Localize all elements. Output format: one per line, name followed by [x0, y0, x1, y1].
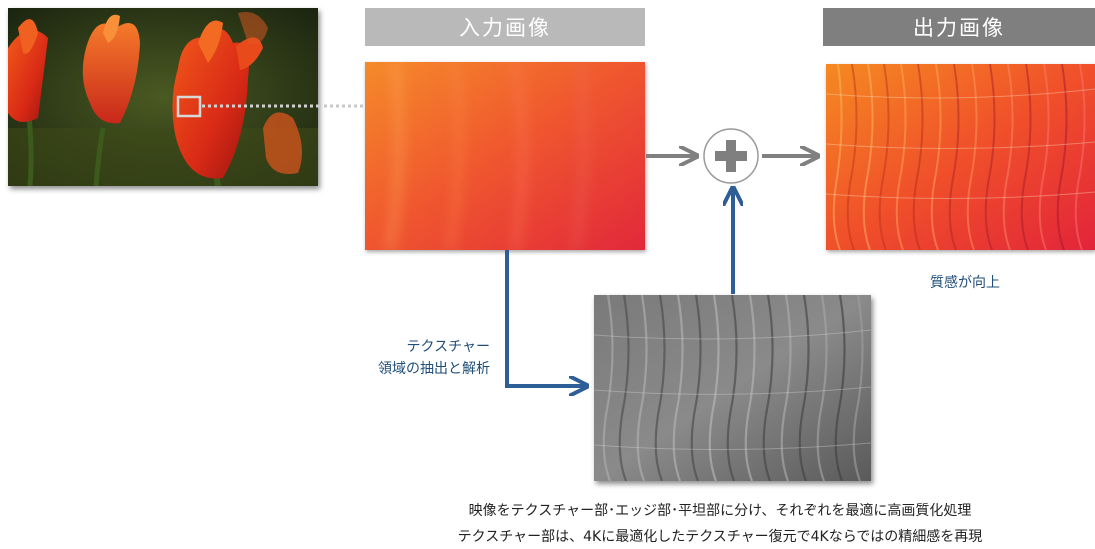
quality-improved-label: 質感が向上: [930, 275, 1000, 291]
texture-image-panel: [594, 295, 871, 481]
source-photo: [8, 8, 318, 186]
texture-label-line2: 領域の抽出と解析: [378, 361, 490, 377]
input-image-panel: [365, 62, 645, 250]
selection-box-icon: [176, 95, 202, 118]
output-image-header: 出力画像: [823, 8, 1095, 46]
input-to-texture-arrow: [505, 250, 585, 386]
texture-extraction-label: テクスチャー 領域の抽出と解析: [340, 336, 490, 380]
output-petal-image: [826, 64, 1095, 250]
output-image-panel: [826, 64, 1095, 250]
input-petal-image: [365, 62, 645, 250]
texture-grayscale-image: [594, 295, 871, 481]
tulip-photo-image: [8, 8, 318, 186]
caption-line2: テクスチャー部は、4Kに最適化したテクスチャー復元で4Kならではの精細感を再現: [457, 529, 983, 545]
plus-circle-icon: [703, 128, 759, 184]
texture-label-line1: テクスチャー: [406, 339, 490, 355]
input-image-header: 入力画像: [365, 8, 645, 46]
caption-line1: 映像をテクスチャー部･エッジ部･平坦部に分け、それぞれを最適に高画質化処理: [468, 503, 972, 519]
